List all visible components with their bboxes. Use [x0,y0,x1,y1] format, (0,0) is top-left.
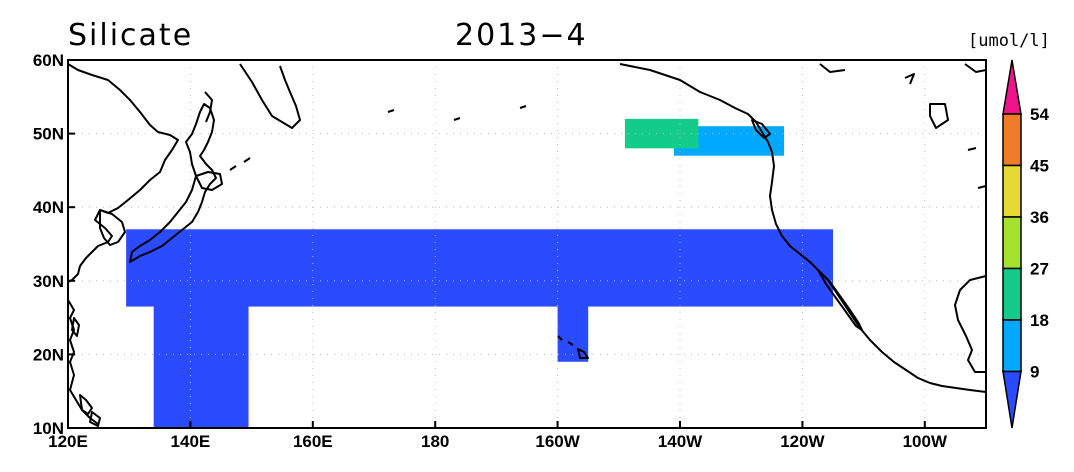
colorbar-label: 9 [1030,363,1039,382]
silicate-region-4 [624,118,699,149]
map-frame [67,59,987,429]
sakhalin-coastline [204,91,213,123]
colorbar-segment [1002,216,1022,270]
x-tick-label: 160W [535,432,580,451]
colorbar-label: 36 [1030,208,1049,227]
colorbar-segment-top [1002,59,1022,115]
y-tick-label: 20N [33,345,64,364]
kamchatka-coastline [239,63,301,129]
variable-title: Silicate [68,18,193,53]
axis-ticks: 120E 140E 160E 180 160W 140W 120W 100W 10N 20N 30N… [33,51,948,451]
colorbar-label: 27 [1030,260,1049,279]
x-tick-label: 180 [421,432,449,451]
x-tick-label: 140E [171,432,211,451]
colorbar-segment-bottom [1002,370,1022,429]
date-title: 2013−4 [455,18,588,53]
y-tick-label: 30N [33,272,64,291]
kuril-islands [229,157,251,171]
y-tick-label: 60N [33,51,64,70]
korea-coastline [99,209,126,246]
x-tick-label: 100W [903,432,948,451]
colorbar-label: 45 [1030,157,1049,176]
asia-coastline [67,63,179,283]
hokkaido-coastline [195,171,223,191]
y-tick-label: 10N [33,419,64,438]
taiwan-coastline [71,317,80,337]
y-tick-label: 50N [33,125,64,144]
aleutian-islands [387,105,527,121]
x-tick-label: 120W [780,432,825,451]
philippines-coastline [79,394,101,427]
colorbar-segment [1002,164,1022,218]
north-america-coastline [619,63,987,393]
y-tick-label: 40N [33,198,64,217]
x-tick-label: 140W [658,432,703,451]
colorbar-segment [1002,113,1022,167]
gulf-of-mexico-coastline [954,275,987,373]
silicate-data-layer [126,118,833,428]
canada-coastline [819,63,987,189]
baja-california-coastline [817,269,863,331]
colorbar-segment [1002,319,1022,373]
colorbar-label: 54 [1030,105,1049,124]
china-south-coastline [67,299,99,425]
vancouver-island-coastline [751,119,771,139]
colorbar-units: [umol/l] [968,31,1050,51]
x-tick-label: 120E [48,432,88,451]
colorbar-segment [1002,267,1022,321]
colorbar-label: 18 [1030,311,1049,330]
hawaii-islands [557,335,589,359]
japan-coastline [129,103,217,263]
x-tick-label: 160E [293,432,333,451]
colorbar: 9 18 27 36 45 54 [1002,59,1049,429]
coastlines [67,63,987,427]
